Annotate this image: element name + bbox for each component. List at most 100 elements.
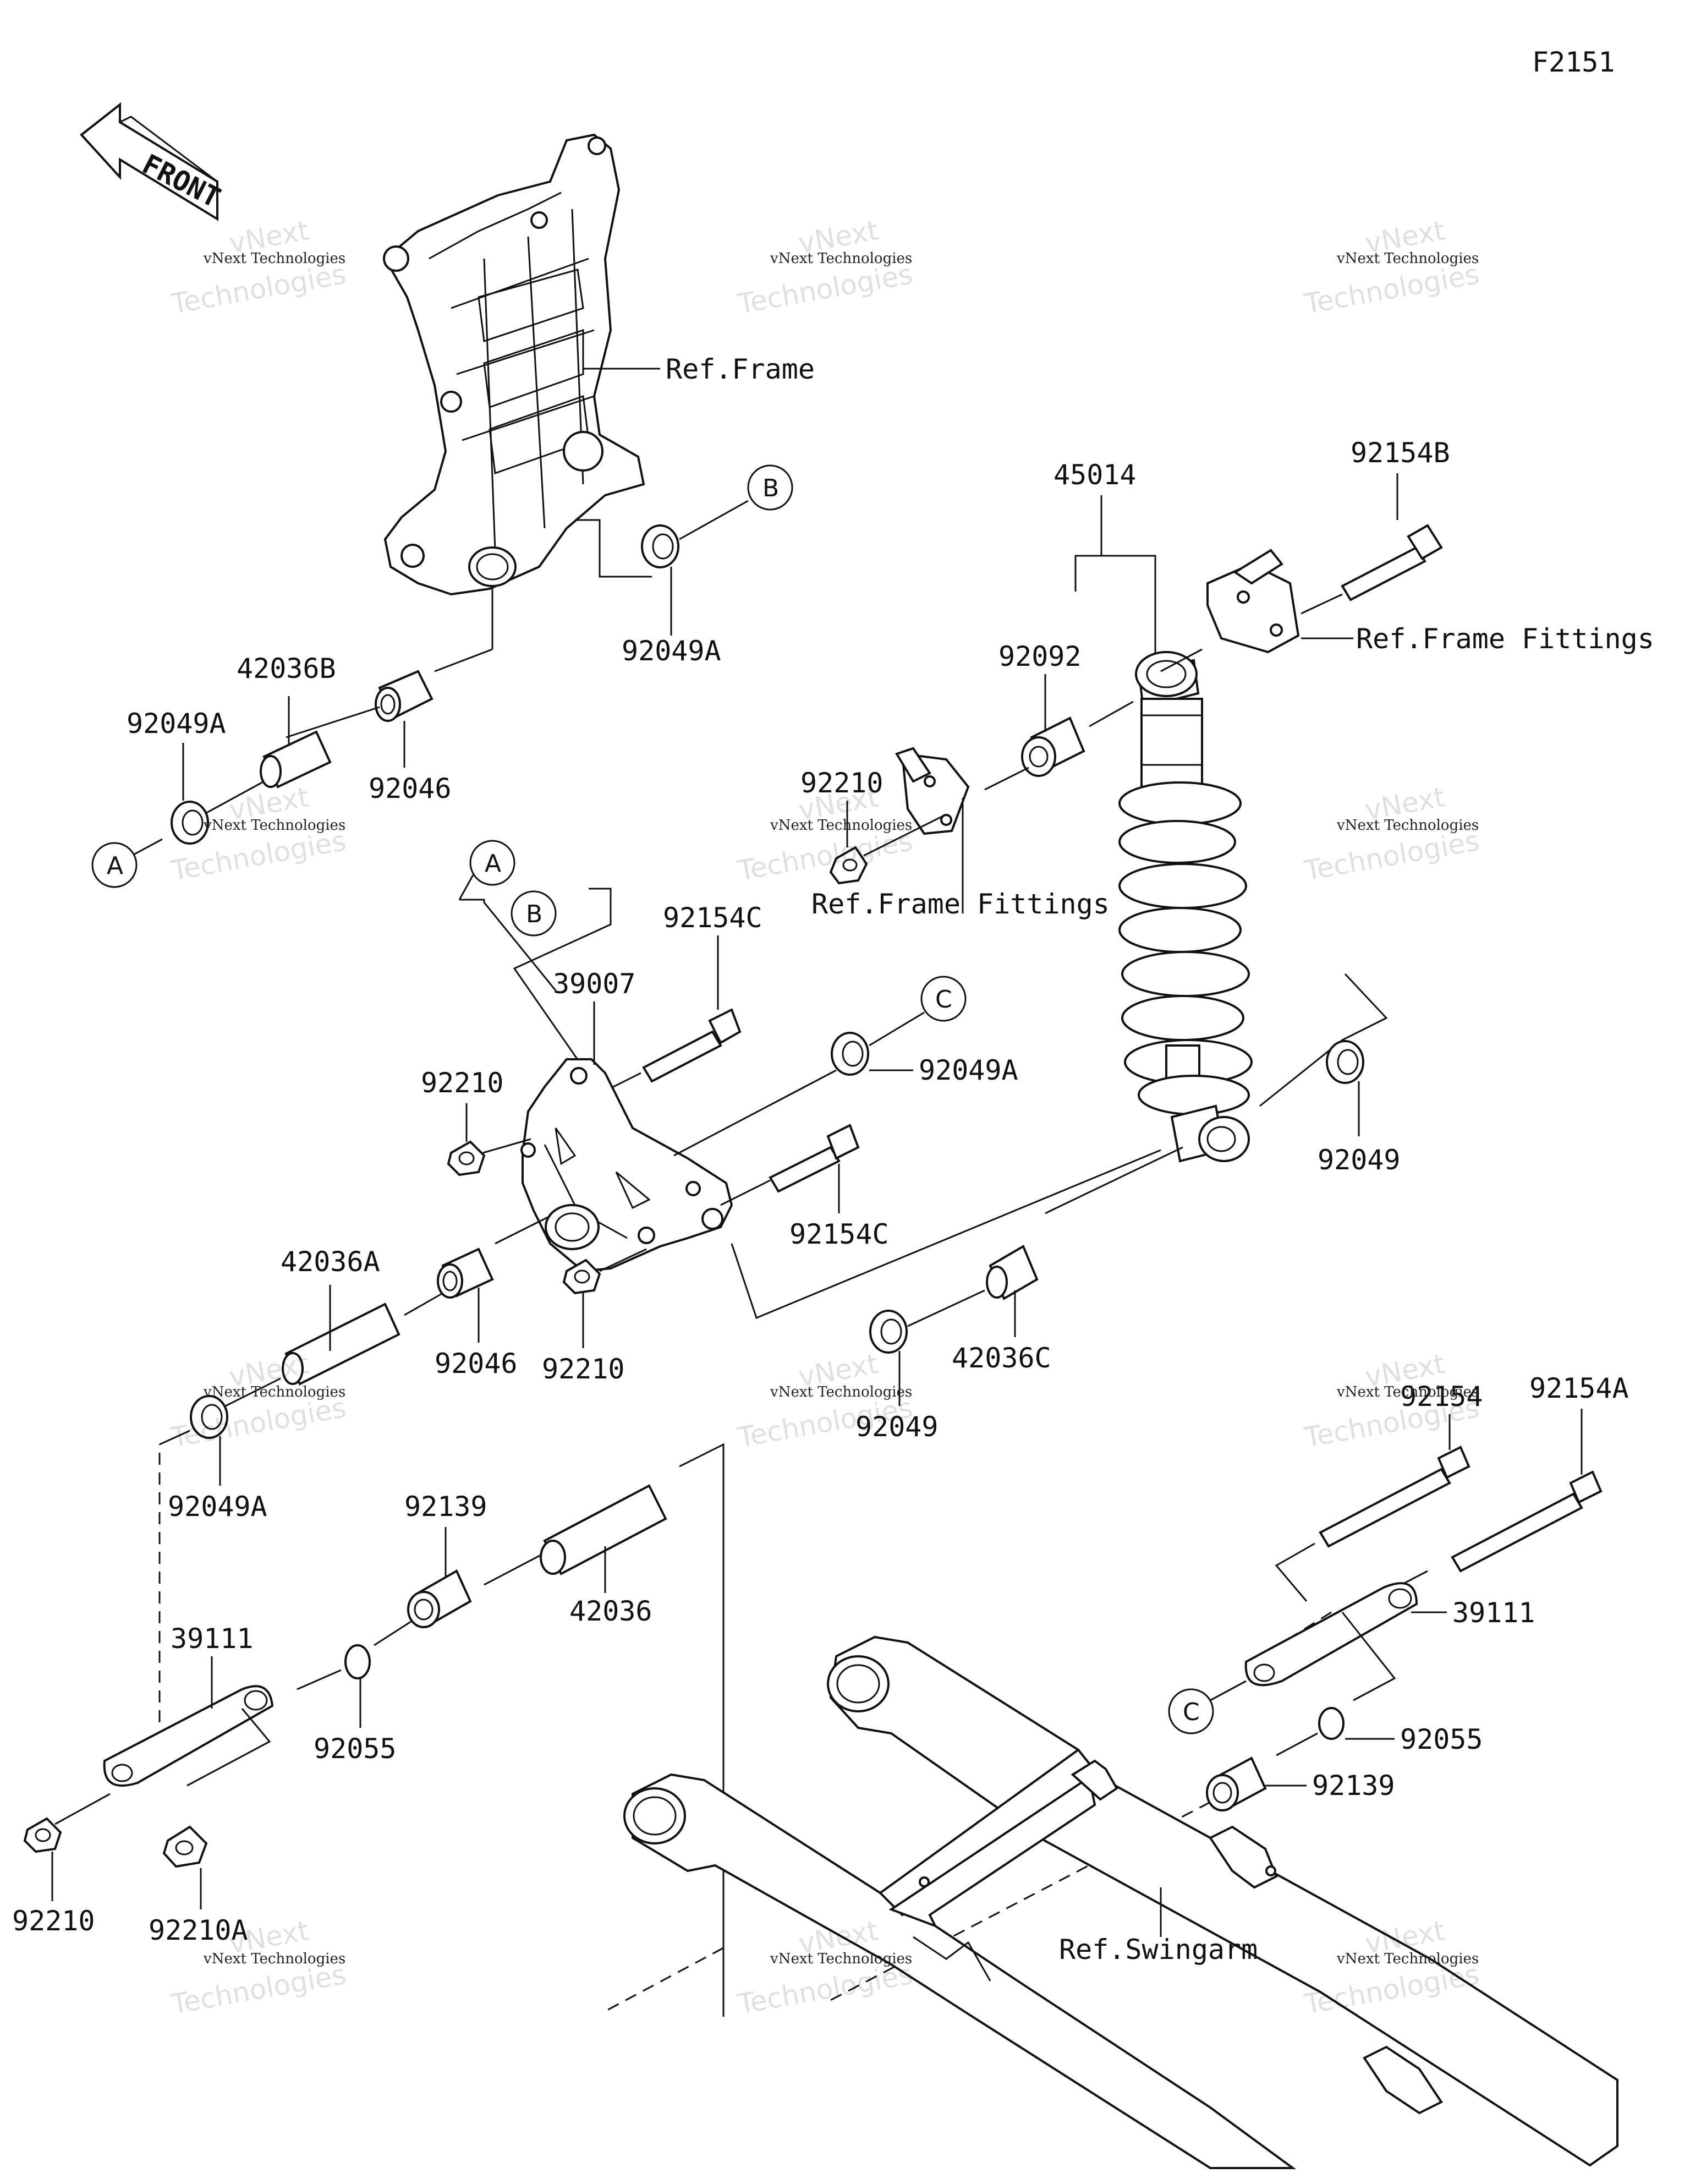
part-label: 39111: [1452, 1597, 1535, 1629]
part-label: 42036C: [952, 1342, 1051, 1374]
part-label: 92055: [1400, 1723, 1483, 1755]
bolt-92154: [1319, 1446, 1470, 1548]
part-label: 92049: [855, 1411, 939, 1443]
collar-42036A: [282, 1302, 400, 1386]
frame-fittings-top: [1206, 549, 1300, 654]
collar-42036C: [986, 1245, 1039, 1300]
tie-rod-39111-left: [103, 1685, 274, 1787]
washer-92049A-low: [190, 1395, 228, 1439]
part-label: 92210: [12, 1905, 95, 1937]
figure-id: F2151: [1532, 46, 1615, 78]
part-label: 92154B: [1351, 437, 1450, 469]
part-label: 92049A: [622, 635, 721, 667]
svg-text:C: C: [935, 986, 952, 1014]
ref-circle-c-2: C: [1168, 1688, 1214, 1734]
bearing-92046-top: [375, 670, 434, 722]
link-plate-39007: [520, 1058, 733, 1273]
nut-92210-low: [562, 1258, 601, 1295]
ref-circle-a: A: [91, 842, 138, 888]
svg-text:Technologies: Technologies: [735, 825, 915, 887]
svg-text:vNext Technologies: vNext Technologies: [1336, 817, 1479, 834]
bushing-92139-left: [407, 1569, 472, 1628]
front-arrow-icon: FRONT: [80, 102, 226, 221]
part-label: 92210A: [149, 1914, 248, 1946]
part-label: 92049A: [127, 708, 226, 740]
svg-text:Technologies: Technologies: [168, 258, 348, 320]
washer-92049-low: [869, 1310, 908, 1354]
collar-42036: [540, 1484, 667, 1575]
part-label: 92092: [998, 641, 1082, 672]
bolt-92154C-low: [769, 1124, 860, 1193]
svg-text:C: C: [1183, 1698, 1200, 1726]
svg-text:vNext Technologies: vNext Technologies: [1336, 1951, 1479, 1967]
svg-text:A: A: [107, 852, 123, 880]
nut-92210A: [162, 1825, 208, 1868]
svg-text:vNext Technologies: vNext Technologies: [1336, 1384, 1479, 1400]
washer-92049A-left: [171, 801, 209, 845]
part-label: 45014: [1053, 459, 1137, 491]
bolt-92154B: [1341, 524, 1443, 601]
svg-text:B: B: [526, 900, 542, 928]
ref-circle-c: C: [920, 976, 967, 1022]
svg-text:vNext Technologies: vNext Technologies: [770, 250, 912, 267]
frame-fittings-mid: [895, 747, 970, 835]
part-label: 42036B: [237, 653, 336, 685]
swingarm-drawing: [623, 1635, 1618, 2169]
svg-text:Technologies: Technologies: [735, 1958, 915, 2021]
ref-frame-fittings-mid-label: Ref.Frame Fittings: [811, 888, 1110, 920]
part-label: 39007: [553, 968, 636, 1000]
part-label: 92154: [1400, 1381, 1483, 1413]
part-label: 92139: [404, 1491, 487, 1523]
svg-text:A: A: [485, 850, 501, 878]
collar-42036B: [260, 730, 332, 789]
bushing-92139-right: [1206, 1756, 1267, 1811]
bearing-92046-low: [437, 1247, 494, 1299]
ref-circle-b: B: [747, 464, 793, 511]
svg-text:Technologies: Technologies: [735, 258, 915, 320]
part-label: 92046: [369, 773, 452, 804]
part-label: 92210: [421, 1067, 504, 1099]
bushing-92092: [1021, 716, 1085, 777]
ref-frame-label: Ref.Frame: [666, 353, 815, 385]
svg-text:vNext Technologies: vNext Technologies: [1336, 250, 1479, 267]
front-arrow-label: FRONT: [138, 148, 226, 214]
washer-92049A-top: [641, 524, 679, 568]
svg-text:B: B: [762, 474, 779, 502]
svg-text:Technologies: Technologies: [735, 1392, 915, 1454]
svg-text:Technologies: Technologies: [1302, 1392, 1482, 1454]
svg-text:Technologies: Technologies: [1302, 825, 1482, 887]
part-label: 92046: [435, 1348, 518, 1380]
watermark: Technologies vNext vNext Technologies Te…: [168, 214, 1482, 2021]
svg-text:vNext Technologies: vNext Technologies: [770, 817, 912, 834]
nut-92210-left: [447, 1140, 486, 1176]
svg-text:vNext Technologies: vNext Technologies: [203, 250, 345, 267]
ref-circle-a-2: A: [469, 840, 515, 886]
bolt-92154C-top: [642, 1008, 742, 1083]
washer-92049A-right: [831, 1032, 869, 1076]
part-label: 92049A: [168, 1491, 267, 1523]
oring-92055-right: [1318, 1707, 1345, 1740]
part-label: 92154A: [1529, 1372, 1629, 1404]
svg-text:vNext Technologies: vNext Technologies: [770, 1384, 912, 1400]
svg-text:Technologies: Technologies: [168, 1392, 348, 1454]
part-label: 42036A: [281, 1246, 380, 1278]
svg-text:vNext Technologies: vNext Technologies: [203, 817, 345, 834]
part-label: 92154C: [663, 902, 762, 934]
oring-92055-left: [344, 1644, 371, 1679]
ref-circle-b-2: B: [511, 890, 557, 937]
svg-text:vNext Technologies: vNext Technologies: [770, 1951, 912, 1967]
part-label: 92210: [542, 1353, 625, 1385]
part-label: 92049A: [919, 1054, 1018, 1086]
nut-92210-mid: [829, 846, 868, 885]
bolt-92154A: [1451, 1470, 1603, 1573]
shock-absorber: [1118, 651, 1253, 1163]
svg-text:Technologies: Technologies: [1302, 258, 1482, 320]
part-label: 92139: [1312, 1770, 1395, 1802]
part-label: 92210: [800, 767, 884, 799]
part-label: 42036: [569, 1595, 652, 1627]
part-label: 39111: [171, 1623, 254, 1655]
part-label: 92049: [1318, 1144, 1401, 1176]
nut-92210-bottom: [23, 1817, 62, 1853]
washer-92049-right: [1326, 1040, 1364, 1084]
